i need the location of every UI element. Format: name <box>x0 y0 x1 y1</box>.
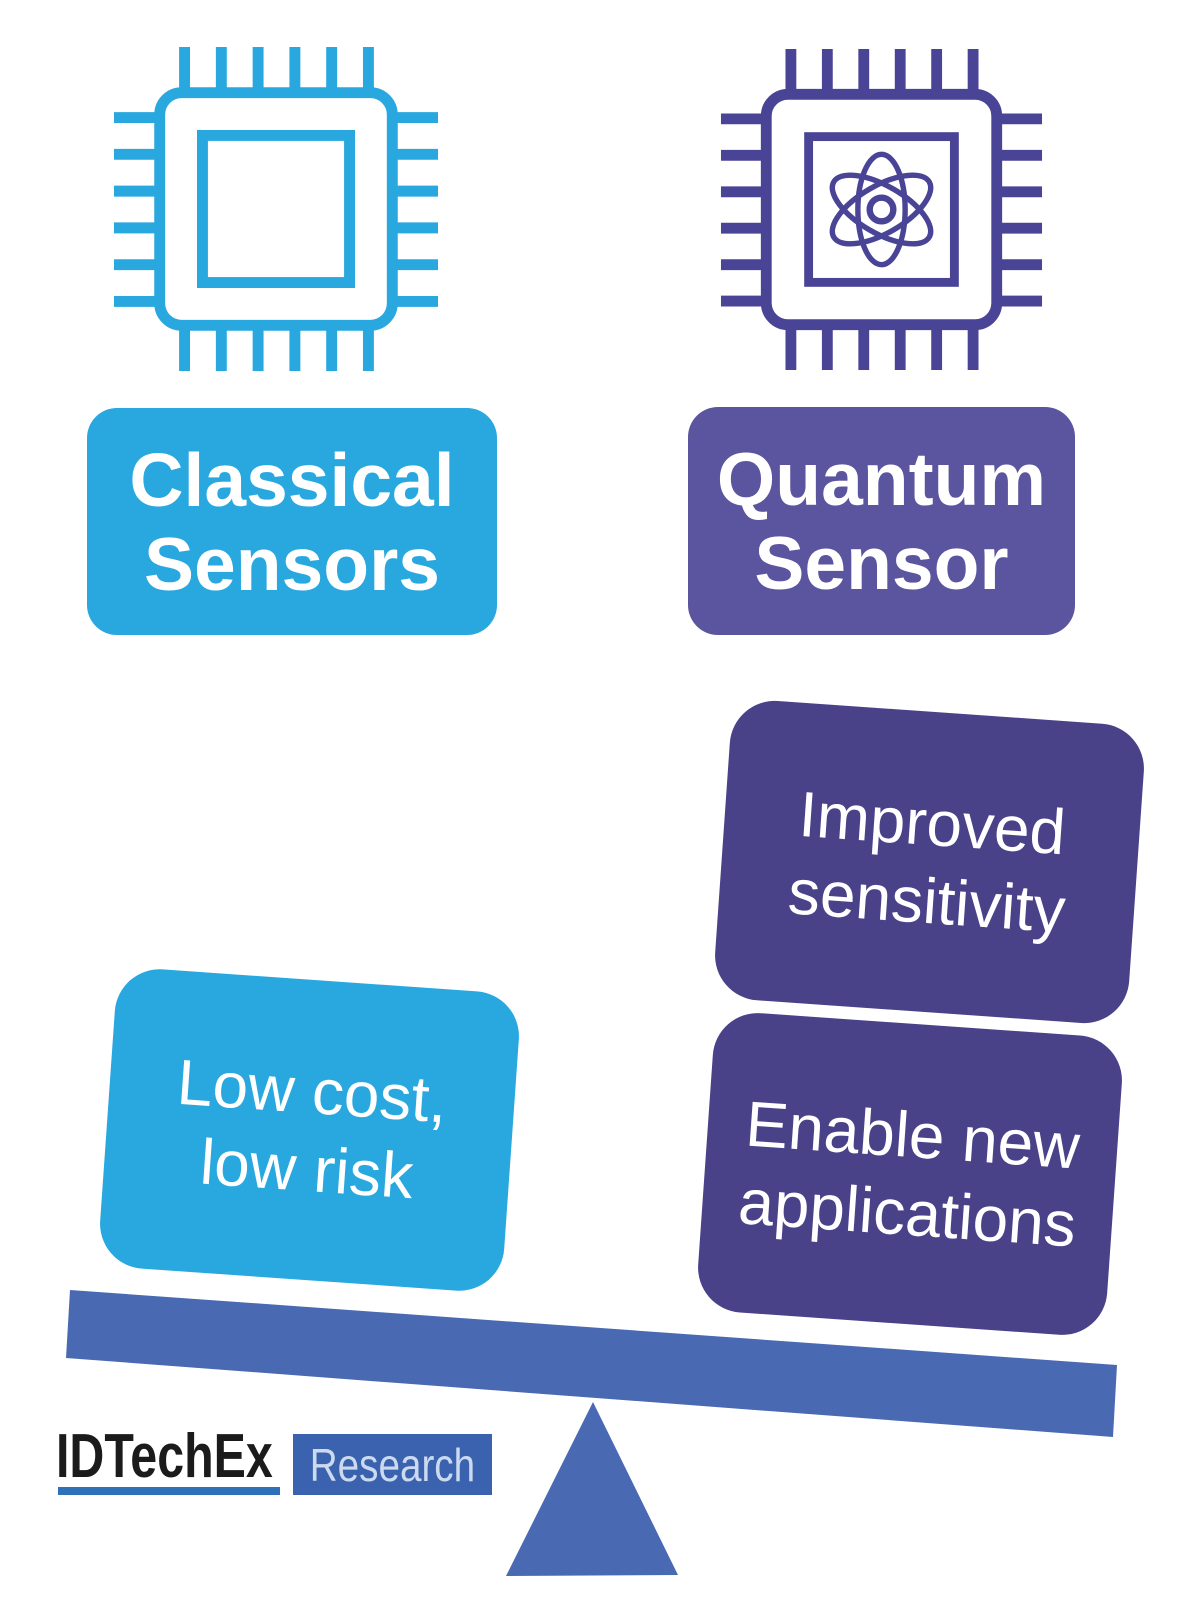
research-badge: Research <box>293 1434 492 1495</box>
idtechex-brand-text: IDTechEx <box>56 1422 273 1491</box>
research-badge-text: Research <box>309 1438 476 1491</box>
quantum-sensor-line2: Sensor <box>754 521 1009 605</box>
chip-core-square <box>804 132 959 287</box>
chip-core-square <box>196 129 356 289</box>
seesaw-fulcrum-triangle <box>506 1402 678 1576</box>
classical-sensors-card: Classical Sensors <box>87 408 497 635</box>
quantum-sensor-card: Quantum Sensor <box>688 407 1075 635</box>
atom-icon <box>829 151 934 268</box>
quantum-sensor-line1: Quantum <box>716 437 1047 521</box>
seesaw-beam <box>66 1290 1117 1437</box>
lowcost-line2: low risk <box>197 1125 416 1213</box>
classical-sensors-line2: Sensors <box>144 521 440 606</box>
classical-chip-icon <box>112 45 440 373</box>
low-cost-low-risk-card: Low cost, low risk <box>97 966 522 1294</box>
quantum-chip-atom-icon <box>719 47 1044 372</box>
classical-sensors-line1: Classical <box>129 437 455 522</box>
idtechex-underline <box>58 1487 280 1495</box>
enable-new-applications-card: Enable new applications <box>695 1010 1125 1338</box>
improved-sensitivity-card: Improved sensitivity <box>712 697 1147 1027</box>
